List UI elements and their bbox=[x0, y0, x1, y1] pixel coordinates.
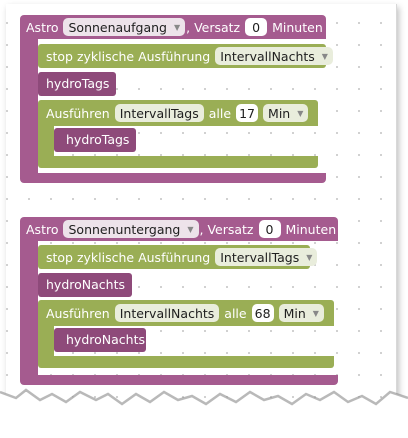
every-value-input[interactable]: 68 bbox=[251, 304, 274, 322]
chevron-down-icon: ▼ bbox=[306, 252, 313, 262]
every-label: alle bbox=[208, 105, 232, 121]
stop-label: stop zyklische Ausführung bbox=[46, 249, 211, 265]
torn-edge-decoration bbox=[0, 388, 408, 438]
inner-call-name: hydroTags bbox=[66, 132, 130, 147]
offset-input[interactable]: 0 bbox=[258, 220, 281, 238]
execute-name-field[interactable]: IntervallNachts bbox=[114, 304, 220, 322]
every-unit-dropdown[interactable]: Min ▼ bbox=[263, 104, 309, 122]
stop-target-dropdown[interactable]: IntervallTags ▼ bbox=[215, 248, 318, 266]
offset-unit: Minuten bbox=[285, 221, 337, 237]
every-value-input[interactable]: 17 bbox=[236, 104, 259, 122]
call-block-2[interactable] bbox=[38, 273, 132, 297]
stop-label: stop zyklische Ausführung bbox=[46, 48, 211, 64]
offset-unit: Minuten bbox=[272, 19, 323, 35]
inner-call-name: hydroNachts bbox=[66, 332, 145, 347]
astro-label: Astro bbox=[26, 221, 59, 237]
chevron-down-icon: ▼ bbox=[321, 51, 328, 61]
execute-label: Ausführen bbox=[46, 305, 110, 321]
inner-call-block-1[interactable] bbox=[54, 128, 136, 152]
astro-event-dropdown[interactable]: Sonnenuntergang ▼ bbox=[63, 220, 199, 238]
every-unit-dropdown[interactable]: Min ▼ bbox=[278, 304, 324, 322]
execute-name-field[interactable]: IntervallTags bbox=[114, 104, 204, 122]
call-name: hydroNachts bbox=[46, 277, 125, 292]
inner-call-block-2[interactable] bbox=[54, 328, 146, 352]
chevron-down-icon: ▼ bbox=[312, 308, 319, 318]
stop-target-dropdown[interactable]: IntervallNachts ▼ bbox=[215, 47, 333, 65]
call-block-1[interactable] bbox=[38, 72, 116, 96]
chevron-down-icon: ▼ bbox=[173, 22, 181, 32]
offset-label: , Versatz bbox=[186, 19, 241, 35]
astro-event-dropdown[interactable]: Sonnenaufgang ▼ bbox=[63, 18, 186, 36]
offset-input[interactable]: 0 bbox=[245, 18, 268, 36]
call-name: hydroTags bbox=[46, 76, 110, 91]
every-label: alle bbox=[224, 305, 247, 321]
chevron-down-icon: ▼ bbox=[187, 224, 194, 234]
chevron-down-icon: ▼ bbox=[297, 108, 304, 118]
execute-label: Ausführen bbox=[46, 105, 110, 121]
offset-label: , Versatz bbox=[199, 221, 254, 237]
astro-label: Astro bbox=[26, 19, 59, 35]
